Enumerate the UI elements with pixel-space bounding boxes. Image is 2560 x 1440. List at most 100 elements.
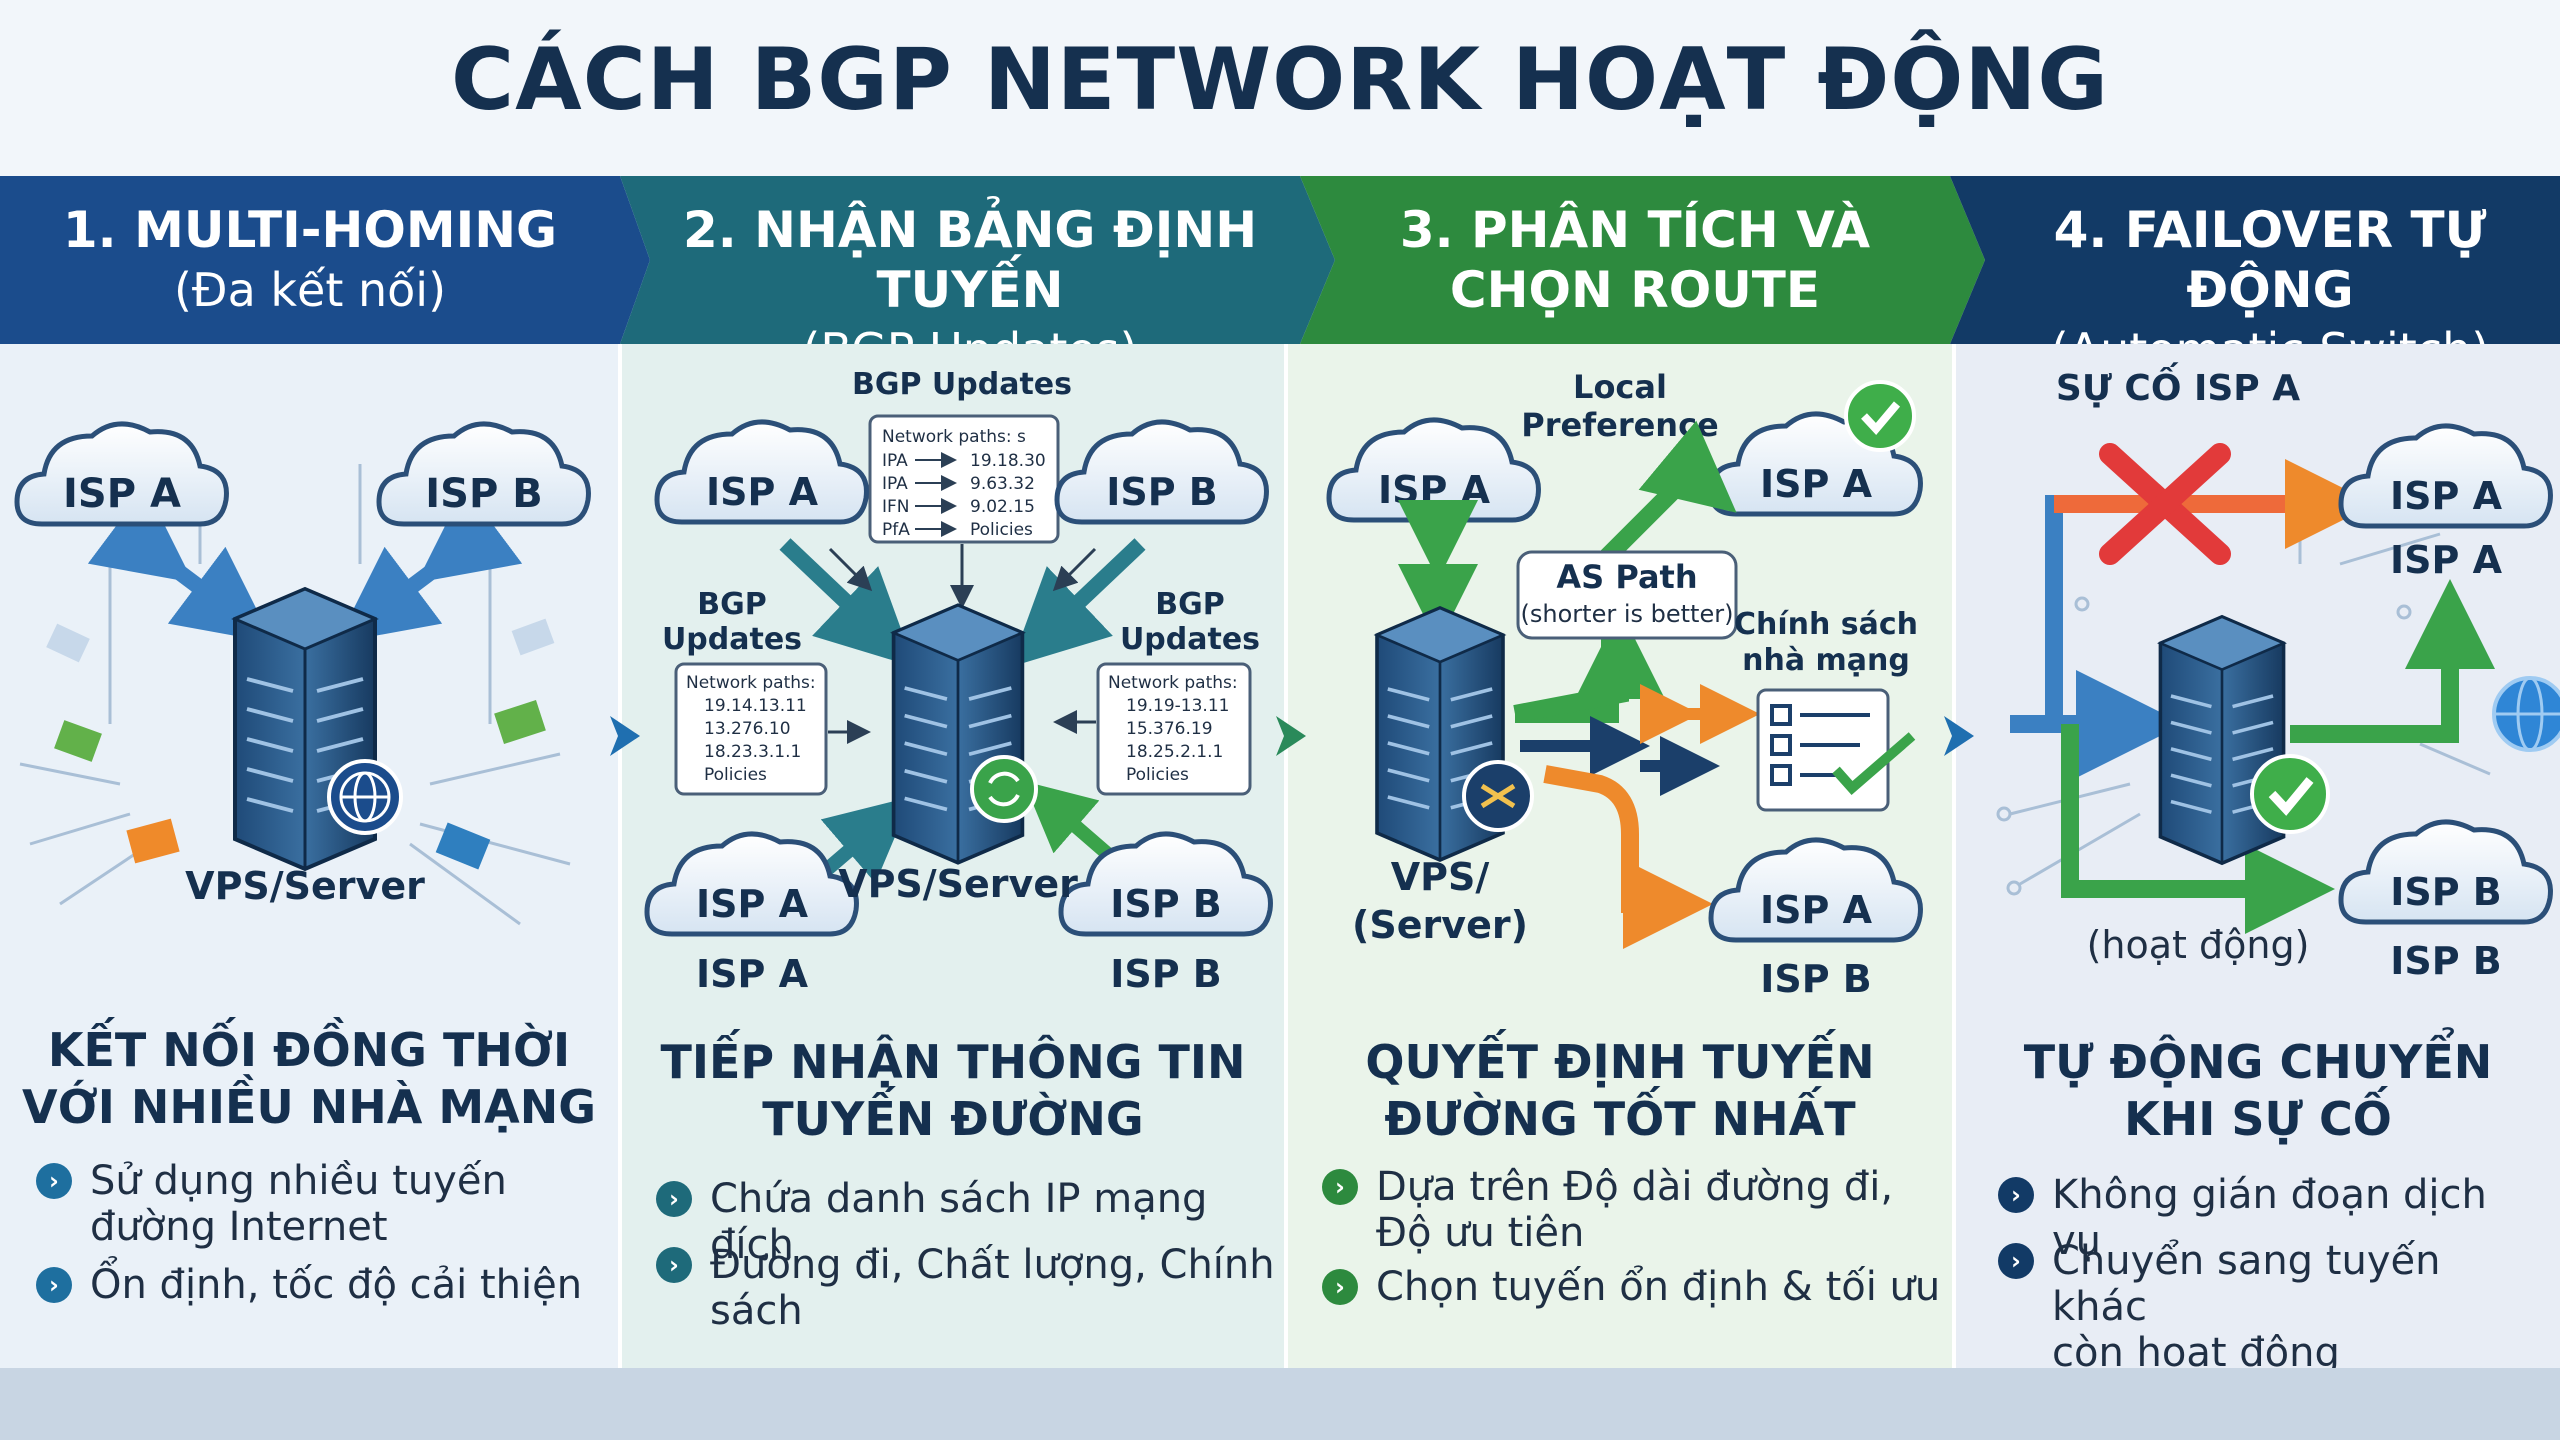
svg-text:Network paths:: Network paths: [1108,673,1238,693]
list-item: › Đường đi, Chất lượng, Chính sách [656,1242,1276,1334]
globe-icon [327,759,403,835]
svg-text:Policies: Policies [970,520,1033,540]
isp-a-top-label: ISP A [706,470,819,514]
chevron-right-icon: › [656,1181,692,1217]
routing-table-title: Network paths: s [882,427,1026,447]
close-icon [2099,443,2231,565]
chevron-right-icon: › [36,1267,72,1303]
isp-b-bottom-label: ISP B [1110,882,1222,926]
routing-table-left: Network paths: 19.14.13.11 13.276.10 18.… [674,662,828,796]
page-title: CÁCH BGP NETWORK HOẠT ĐỘNG [451,30,2109,130]
svg-text:9.02.15: 9.02.15 [970,497,1035,517]
isp-b-top-label: ISP B [1106,470,1218,514]
cube-icon [494,699,546,745]
chevron-right-icon: › [1322,1169,1358,1205]
policy-label2: nhà mạng [1742,643,1910,678]
cube-icon [46,623,90,663]
isp-a-caption: ISP A [696,952,809,996]
as-path-label: AS Path [1556,558,1697,596]
isp-b-caption: ISP B [1760,957,1872,1001]
transition-arrow-1 [610,716,640,756]
svg-text:18.25.2.1.1: 18.25.2.1.1 [1126,742,1223,762]
banner-4-shape [1950,176,2560,344]
server-label-2: VPS/Server [838,862,1078,906]
arrow-isp-a-server [87,486,274,643]
transition-arrow-3 [1944,716,1974,756]
svg-text:PfA: PfA [882,520,910,540]
panel-2-heading: TIẾP NHẬN THÔNG TIN TUYẾN ĐƯỜNG [660,1035,1246,1146]
cube-icon [435,822,491,870]
cube-icon [511,618,555,656]
banner-1: 1. MULTI-HOMING (Đa kết nối) [0,176,620,344]
list-item: › Ổn định, tốc độ cải thiện [36,1262,596,1308]
diagram-canvas: ISP A ISP B VPS/Server BGP Updates Netwo… [0,344,2560,1368]
isp-a-label: ISP A [63,471,181,517]
active-label: (hoạt động) [2087,923,2310,967]
banner-1-shape [0,176,650,344]
banner-2-shape [620,176,1335,344]
panel-4-diagram: SỰ CỐ ISP A ISP A ISP A [1996,362,2560,983]
server-label2: (Server) [1352,903,1528,947]
arrow-isp-a-top [779,538,915,668]
cube-icon [126,818,180,864]
svg-text:19.14.13.11: 19.14.13.11 [704,696,807,716]
routing-table-right: Network paths: 19.19-13.11 15.376.19 18.… [1096,662,1252,796]
server-icon [2158,615,2286,865]
bgp-updates-left-label2: Updates [662,622,802,657]
server-label1: VPS/ [1391,855,1490,899]
banner-1-subtitle: (Đa kết nối) [173,263,447,317]
refresh-icon [970,755,1038,823]
panel-1-diagram: ISP A ISP B VPS/Server [17,424,588,926]
svg-text:13.276.10: 13.276.10 [704,719,791,739]
header-banners [0,176,2560,344]
arrow-isp-b-server [336,486,523,643]
chevron-right-icon: › [656,1247,692,1283]
svg-text:Network paths:: Network paths: [686,673,816,693]
local-pref-label1: Local [1573,368,1667,406]
svg-text:19.19-13.11: 19.19-13.11 [1126,696,1229,716]
incident-label: SỰ CỐ ISP A [2056,362,2300,409]
banner-3-title: 3. PHÂN TÍCH VÀ [1399,201,1871,259]
bgp-updates-right-label2: Updates [1120,622,1260,657]
svg-text:9.63.32: 9.63.32 [970,474,1035,494]
checklist-icon [1756,688,1916,812]
bottom-strip [0,1368,2560,1440]
banner-3-subtitle: CHỌN ROUTE [1449,261,1821,319]
svg-text:18.23.3.1.1: 18.23.3.1.1 [704,742,801,762]
new-route-green [2061,724,2335,934]
isp-a-bottom-label: ISP A [1760,888,1873,932]
panel-3-heading: QUYẾT ĐỊNH TUYẾN ĐƯỜNG TỐT NHẤT [1365,1035,1875,1146]
bgp-updates-right-label1: BGP [1155,587,1224,622]
bgp-updates-top-label: BGP Updates [852,367,1072,402]
as-path-note: (shorter is better) [1521,600,1734,628]
panel-2-diagram: BGP Updates Network paths: s IPA 19.18.3… [647,367,1270,996]
shuffle-icon [1462,760,1534,832]
isp-b-caption: ISP B [1110,952,1222,996]
svg-text:Policies: Policies [704,765,767,785]
svg-text:IPA: IPA [882,451,908,471]
svg-text:Policies: Policies [1126,765,1189,785]
banner-4-title: 4. FAILOVER TỰ ĐỘNG [2053,201,2487,319]
cube-icon [54,720,102,762]
svg-text:IFN: IFN [882,497,910,517]
isp-b-caption: ISP B [2390,939,2502,983]
transition-arrow-2 [1276,716,1306,756]
route-orange-arrow [1543,765,1713,949]
banner-2: 2. NHẬN BẢNG ĐỊNH TUYẾN (BGP Updates) [640,176,1300,377]
isp-b-label: ISP B [2390,870,2502,914]
chevron-right-icon: › [1998,1243,2034,1279]
check-icon [2250,754,2330,834]
banner-3-shape [1300,176,1985,344]
isp-a-top-label: ISP A [2390,474,2503,518]
svg-text:IPA: IPA [882,474,908,494]
isp-a-caption: ISP A [2390,538,2503,582]
isp-a-top-label: ISP A [1760,462,1873,506]
list-item: › Chứa danh sách IP mạng đích [656,1176,1276,1268]
list-item: › Chọn tuyến ổn định & tối ưu [1322,1264,1942,1310]
panel-3-diagram: Local Preference ISP A ISP A AS Path (sh… [1329,368,1920,1001]
banner-4: 4. FAILOVER TỰ ĐỘNG (Automatic Switch) [1980,176,2560,377]
policy-label1: Chính sách [1734,607,1918,642]
